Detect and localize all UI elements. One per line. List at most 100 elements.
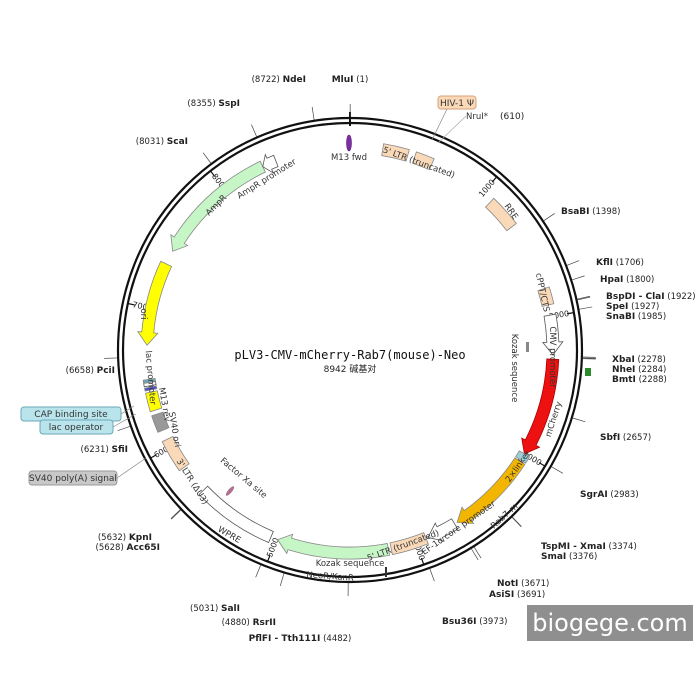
- tick-mark: [127, 302, 135, 306]
- restriction-site-label: (8355) SspI: [187, 99, 240, 109]
- site-tick: [251, 124, 257, 137]
- plasmid-name: pLV3-CMV-mCherry-Rab7(mouse)-Neo: [234, 348, 465, 362]
- svg-text:lac operator: lac operator: [49, 423, 104, 433]
- watermark: biogege.com: [527, 605, 693, 641]
- svg-text:SV40 poly(A) signal: SV40 poly(A) signal: [29, 474, 117, 484]
- restriction-site-label: MluI (1): [332, 75, 369, 85]
- restriction-site-label: (6658) PciI: [66, 366, 115, 376]
- tick-mark: [566, 312, 574, 315]
- restriction-site-label: XbaI (2278): [612, 355, 666, 365]
- feature-5-ltr-truncated-: [389, 532, 429, 556]
- tick-mark: [210, 170, 216, 177]
- svg-text:CAP binding site: CAP binding site: [34, 410, 108, 420]
- site-tick: [255, 565, 261, 578]
- feature-cmv-promoter: [542, 313, 564, 356]
- svg-text:HIV-1 Ψ: HIV-1 Ψ: [440, 99, 474, 109]
- restriction-site-label: (5628) Acc65I: [96, 543, 160, 553]
- site-tick: [543, 213, 555, 221]
- restriction-site-label: NotI (3671): [497, 579, 549, 589]
- feature-factor-xa-site: [225, 486, 235, 496]
- feature-wpre: [198, 485, 274, 544]
- feature-ampr: [170, 160, 266, 252]
- site-tick: [579, 306, 593, 310]
- label-m13fwd: M13 fwd: [331, 153, 367, 163]
- site-tick: [429, 568, 435, 582]
- feature-cppt-cts: [537, 286, 555, 307]
- site-tick: [202, 152, 212, 164]
- site-tick: [473, 546, 482, 559]
- site-tick: [577, 296, 591, 301]
- nrui-position: (610): [500, 112, 524, 122]
- site-tick: [572, 275, 585, 281]
- tick-mark: [491, 176, 498, 183]
- feature-cloning-marker: [585, 368, 591, 376]
- feature-rre: [484, 197, 517, 232]
- restriction-site-label: BsaBI (1398): [561, 207, 620, 217]
- label-fxa: Factor Xa site: [218, 456, 269, 501]
- feature-lac-operator: [144, 385, 158, 392]
- feature-sv40-poly-a-signal: [151, 411, 170, 433]
- feature-kozak-sequence: [526, 342, 529, 352]
- tick-mark: [420, 557, 425, 565]
- feature-3-ltr-u3-: [161, 435, 190, 472]
- restriction-site-label: (4880) RsrII: [222, 618, 276, 628]
- restriction-site-label: KflI (1706): [596, 258, 644, 268]
- label-5ltr-1: 5' LTR (truncated): [381, 145, 456, 180]
- site-tick: [471, 548, 479, 561]
- tick-mark: [266, 554, 271, 562]
- site-tick: [170, 509, 181, 519]
- restriction-site-label: Bsu36I (3973): [442, 617, 507, 627]
- nrui-leader: [437, 115, 467, 144]
- restriction-site-label: SgrAI (2983): [580, 490, 639, 500]
- site-tick: [572, 417, 586, 423]
- feature-rab7-m: [456, 457, 526, 524]
- feature-cap-binding-site: [142, 378, 156, 384]
- site-tick: [171, 509, 182, 520]
- restriction-site-label: NheI (2284): [612, 365, 666, 375]
- feature-m13-fwd: [346, 134, 352, 152]
- site-tick: [551, 466, 564, 474]
- restriction-site-label: AsiSI (3691): [489, 590, 545, 600]
- site-tick: [279, 573, 285, 587]
- restriction-site-label: SmaI (3376): [541, 552, 597, 562]
- restriction-site-label: (8031) ScaI: [136, 137, 188, 147]
- restriction-site-label: SpeI (1927): [606, 302, 659, 312]
- restriction-site-label: BmtI (2288): [612, 375, 667, 385]
- site-leader-lines: [104, 103, 596, 596]
- label-cmv: CMV promoter: [547, 326, 557, 388]
- tick-mark: [538, 462, 546, 467]
- feature-sv40-ori: [145, 390, 163, 413]
- tag-lac-operator: lac operator: [39, 413, 137, 435]
- plasmid-size: 8942 碱基对: [324, 363, 377, 375]
- feature-mcherry: [521, 358, 560, 455]
- tick-mark: [150, 454, 157, 459]
- site-tick: [511, 517, 522, 527]
- feature-ef-1-core-promoter: [427, 518, 459, 542]
- label-kozak-1: Kozak sequence: [509, 334, 519, 403]
- site-labels-layer: MluI (1) BsaBI (1398) KflI (1706) HpaI (180…: [66, 75, 696, 644]
- restriction-site-label: PflFI - Tth111I (4482): [249, 634, 352, 644]
- label-ori: ori: [138, 308, 148, 319]
- feature-ampr-promoter: [262, 153, 279, 174]
- site-tick: [117, 426, 130, 432]
- label-lacp: lac promoter: [143, 350, 158, 406]
- feature-hiv-1-: [412, 151, 435, 171]
- feature-5-ltr-truncated-: [381, 143, 410, 162]
- feature-2-linker: [515, 450, 531, 464]
- restriction-site-label: BspDI - ClaI (1922): [606, 292, 696, 302]
- restriction-site-label: SbfI (2657): [600, 433, 651, 443]
- site-tick: [311, 106, 315, 120]
- tag-hiv1-psi: HIV-1 Ψ: [431, 95, 477, 141]
- restriction-site-label: HpaI (1800): [600, 275, 654, 285]
- restriction-site-label: SnaBI (1985): [606, 312, 666, 322]
- restriction-site-label: (5031) SalI: [190, 604, 240, 614]
- site-tick: [577, 295, 591, 300]
- feature-neor-kanr: [276, 533, 391, 560]
- feature-kozak-sequence-2: [385, 567, 387, 577]
- features-layer: [136, 134, 591, 577]
- label-nrui: NruI*: [466, 112, 488, 122]
- tag-sv40-polya: SV40 poly(A) signal: [28, 457, 147, 486]
- site-tick: [566, 260, 580, 266]
- feature-ori: [136, 260, 173, 346]
